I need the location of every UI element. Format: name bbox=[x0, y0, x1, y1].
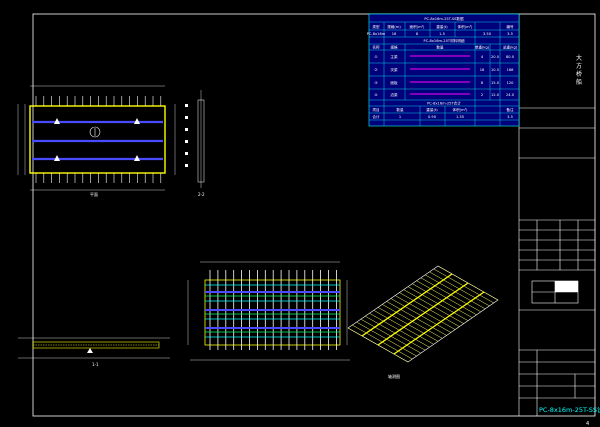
table-row-a-6: 3.5 bbox=[507, 32, 513, 36]
row-2-name: 次梁 bbox=[390, 67, 398, 72]
section-1-1-view: 1-1 bbox=[18, 337, 170, 367]
title-char-2: 方 bbox=[576, 62, 582, 70]
plan-lifting-point-2 bbox=[134, 118, 140, 124]
plan-ribs bbox=[35, 96, 162, 183]
foot-row-4: 1.35 bbox=[456, 115, 464, 119]
row-3-name: 面板 bbox=[390, 80, 398, 85]
isometric-view: 轴测图 bbox=[347, 265, 499, 379]
foot-header-5: 备注 bbox=[506, 107, 514, 112]
grid-plan-view bbox=[187, 261, 350, 361]
row-2-id: ② bbox=[374, 68, 377, 72]
table-row-a-5: 3.50 bbox=[483, 32, 492, 36]
table-title: PC-8x16m-25T-SS数据 bbox=[424, 16, 464, 21]
row-3-unit: 15.0 bbox=[491, 81, 500, 85]
plan-lifting-point-4 bbox=[134, 155, 140, 161]
table-header-6: 编号 bbox=[506, 24, 514, 29]
table-header-5: 体积(m³) bbox=[458, 24, 474, 29]
sub-header-5: 总重(kg) bbox=[503, 45, 518, 50]
sub-header-2: 规格 bbox=[390, 45, 398, 50]
table-row-a-3: 8 bbox=[416, 32, 419, 36]
row-4-total: 24.0 bbox=[506, 93, 515, 97]
section-2-2-label: 2-2 bbox=[198, 192, 205, 197]
title-vertical-text: 大 方 桥 船 bbox=[576, 54, 582, 86]
plan-longitudinal-beams bbox=[32, 120, 163, 161]
foot-header-4: 体积(m³) bbox=[453, 107, 469, 112]
row-2-unit: 10.5 bbox=[491, 68, 499, 72]
isometric-main-beams bbox=[361, 273, 485, 355]
title-char-3: 桥 bbox=[576, 70, 582, 78]
sub-header-4: 单重(kg) bbox=[475, 45, 490, 50]
foot-row-1: 合计 bbox=[372, 114, 380, 119]
table-subtitle: PC-8x16m-25T材料明细 bbox=[424, 38, 465, 43]
row-1-qty: 4 bbox=[481, 55, 484, 59]
plan-frame bbox=[29, 105, 166, 174]
sub-header-3: 数量 bbox=[436, 45, 444, 50]
row-1-name: 主梁 bbox=[390, 54, 398, 59]
foot-header-3: 重量(t) bbox=[426, 107, 438, 112]
row-1-id: ① bbox=[374, 55, 377, 59]
foot-row-5: 3.5 bbox=[507, 115, 513, 119]
title-block bbox=[518, 14, 595, 416]
table-header-1: 类型 bbox=[372, 24, 380, 29]
table-row-a-4: 1.5 bbox=[439, 32, 445, 36]
plan-view: 平面 bbox=[17, 85, 176, 197]
grid-plan-green-beams bbox=[205, 295, 340, 333]
table-row-a-1: PC-8x16m bbox=[367, 32, 386, 36]
plan-lifting-point-3 bbox=[54, 155, 60, 161]
row-3-id: ③ bbox=[374, 81, 377, 85]
table-header-2: 规格(m) bbox=[387, 24, 401, 29]
table-row-a-2: 16 bbox=[392, 32, 397, 36]
plan-lifting-point-1 bbox=[54, 118, 60, 124]
section-1-1-label: 1-1 bbox=[92, 362, 99, 367]
foot-header-1: 项目 bbox=[372, 107, 379, 112]
row-4-qty: 2 bbox=[481, 93, 483, 97]
table-header-4: 重量(t) bbox=[436, 24, 448, 29]
row-2-total: 168 bbox=[507, 68, 515, 72]
row-4-id: ④ bbox=[374, 93, 377, 97]
sheet-frame bbox=[32, 13, 596, 417]
foot-header-2: 数量 bbox=[396, 107, 404, 112]
title-block-highlight bbox=[555, 281, 578, 292]
title-char-1: 大 bbox=[576, 54, 582, 62]
plan-center-marker bbox=[89, 126, 101, 138]
sheet-number: 4 bbox=[586, 421, 589, 427]
table-header-3: 面积(m²) bbox=[410, 24, 426, 29]
row-3-qty: 8 bbox=[481, 81, 484, 85]
foot-title: PC-8x16m-25T合计 bbox=[427, 101, 461, 106]
foot-row-3: 0.90 bbox=[428, 115, 437, 119]
row-2-qty: 16 bbox=[480, 68, 485, 72]
grid-plan-cyan-beams bbox=[205, 284, 340, 338]
drawing-title: PC-8x16m-25T-SS设计图 bbox=[539, 405, 600, 414]
sub-header-1: 名称 bbox=[372, 45, 380, 50]
row-4-name: 边梁 bbox=[390, 92, 398, 97]
isometric-view-label: 轴测图 bbox=[388, 373, 400, 379]
row-4-unit: 12.0 bbox=[491, 93, 500, 97]
foot-row-2: 1 bbox=[399, 115, 401, 119]
data-table: PC-8x16m-25T-SS数据 类型 规格(m) 面积(m²) 重量(t) … bbox=[367, 13, 520, 127]
title-char-4: 船 bbox=[576, 78, 582, 86]
row-3-total: 120 bbox=[507, 81, 515, 85]
row-1-unit: 20.0 bbox=[491, 55, 500, 59]
row-1-total: 80.0 bbox=[506, 55, 515, 59]
grid-plan-blue-beams bbox=[205, 291, 340, 329]
plan-view-label: 平面 bbox=[90, 192, 98, 197]
section-2-2-view: 2-2 bbox=[185, 90, 205, 197]
